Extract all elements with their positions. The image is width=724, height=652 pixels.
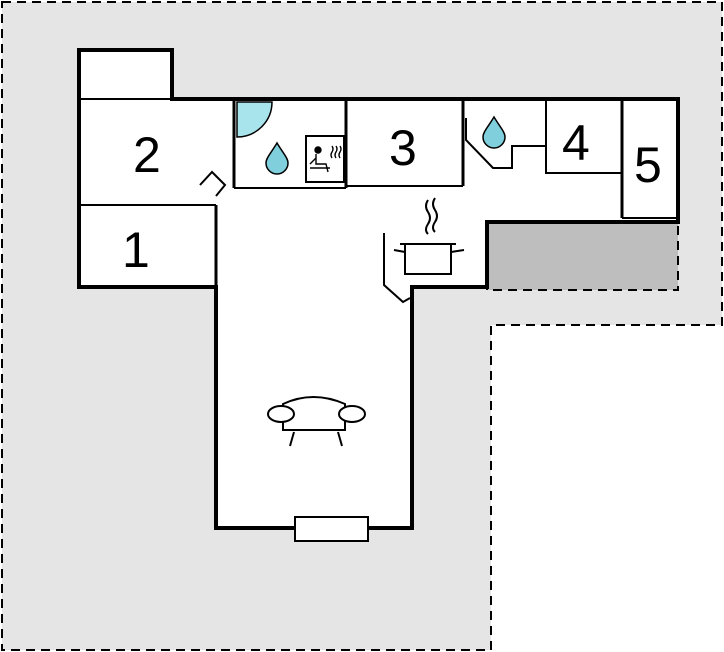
water-drop-icon: [265, 141, 289, 175]
sauna-icon: [309, 145, 342, 173]
room-label-3: 3: [389, 120, 417, 176]
shower-icon: [236, 101, 273, 138]
room-label-4: 4: [562, 115, 590, 171]
cooking-pot-icon: [393, 197, 465, 275]
sofa-icon: [267, 396, 366, 447]
room-label-5: 5: [634, 137, 662, 193]
room-label-2: 2: [133, 127, 161, 183]
room-label-1: 1: [122, 222, 150, 278]
water-drop-icon: [482, 115, 506, 149]
window-icon: [294, 516, 369, 542]
covered-area: [486, 221, 679, 291]
interior-walls: [79, 98, 678, 304]
house-floor: [79, 50, 678, 528]
